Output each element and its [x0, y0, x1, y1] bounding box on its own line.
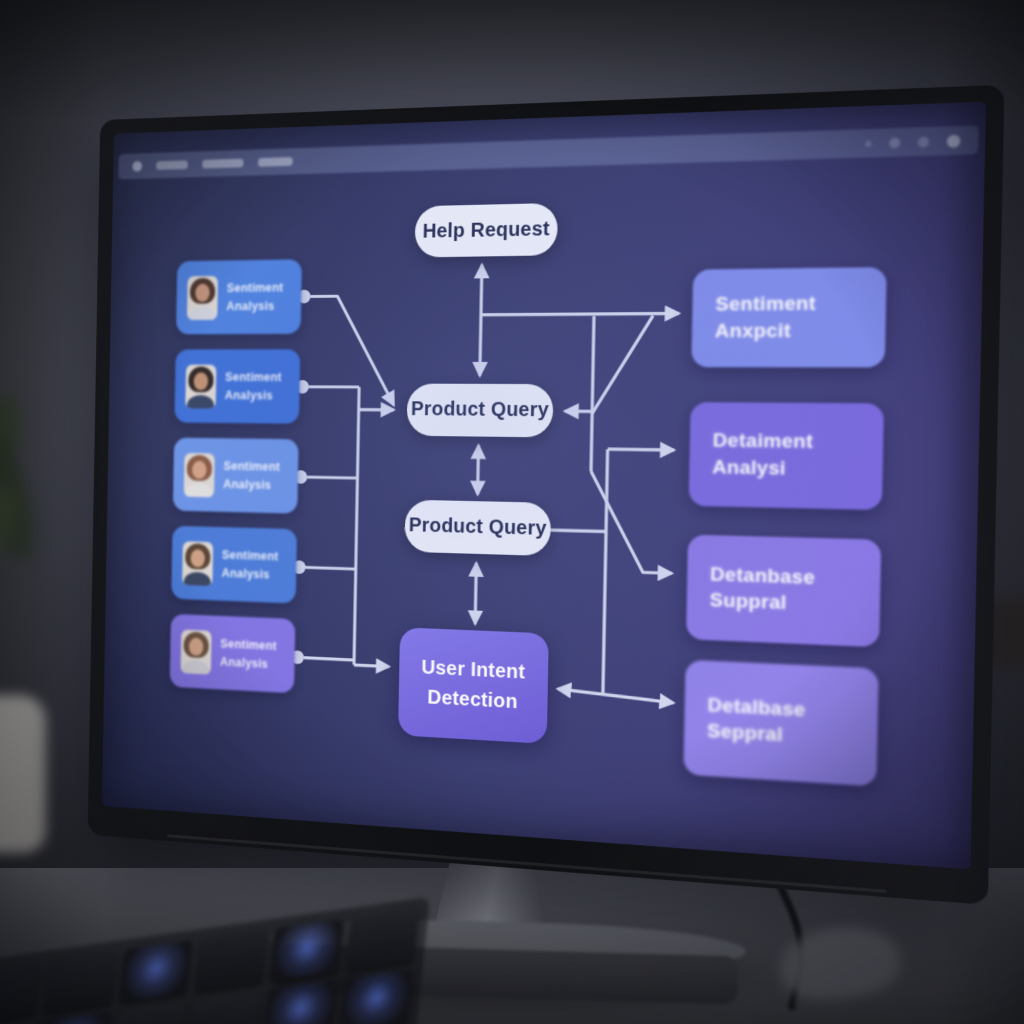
arrow-intent-seppral [558, 689, 674, 703]
node-help-request[interactable]: Help Request [415, 203, 558, 258]
card-label: Sentiment Analysis [221, 547, 278, 584]
avatar [184, 453, 215, 497]
diag-merge-top [592, 316, 653, 414]
avatar-face [190, 549, 205, 568]
right-bus-b [603, 449, 608, 693]
keyboard-key [37, 1012, 110, 1024]
keyboard-key [0, 962, 41, 1024]
sentiment-card-1[interactable]: Sentiment Analysis [176, 259, 302, 334]
arrow-to-suppral-card [589, 471, 674, 573]
card-label: Sentiment Analysis [223, 458, 280, 494]
card-label: Sentiment Analysis [226, 279, 283, 314]
card-label-line: Detaiment [713, 428, 884, 457]
avatar-face [189, 637, 204, 656]
sentiment-card-4[interactable]: Sentiment Analysis [171, 526, 297, 604]
plant [0, 392, 62, 592]
screen: Help Request Product Query Product Query… [102, 102, 986, 870]
card-label: Sentiment Analysis [220, 635, 277, 672]
card-label-line: Anxpcit [715, 317, 886, 344]
avatar-torso [187, 395, 214, 409]
keyboard-key [264, 980, 337, 1024]
right-card-suppral[interactable]: Detanbase Suppral [686, 535, 881, 648]
avatar-face [192, 460, 207, 478]
card-label-line: Analysi [712, 454, 883, 483]
keyboard-key [339, 969, 412, 1024]
plant-pot [0, 695, 46, 853]
avatar-face [195, 283, 210, 301]
card-label-line: Analysis [225, 386, 282, 404]
right-card-seppral[interactable]: Detalbase Seppral [683, 660, 878, 787]
left-bus-line [354, 387, 359, 665]
arrow-query2-to-intent [475, 563, 476, 624]
card-label: Sentiment Analysis [225, 369, 282, 404]
card-label-line: Analysis [221, 564, 278, 583]
card-label-line: Sentiment [222, 547, 279, 566]
monitor: Help Request Product Query Product Query… [88, 85, 1005, 905]
node-product-query-2[interactable]: Product Query [404, 500, 551, 556]
keyboard-key [270, 919, 343, 981]
node-product-query-1[interactable]: Product Query [406, 384, 553, 438]
keyboard-key [188, 991, 261, 1024]
arrow-query1-to-query2 [478, 445, 479, 494]
flowchart: Help Request Product Query Product Query… [102, 102, 986, 870]
avatar [187, 275, 218, 319]
sentiment-card-2[interactable]: Sentiment Analysis [174, 349, 300, 423]
keyboard-key [195, 930, 268, 992]
keyboard-key [113, 1001, 186, 1024]
arrow-to-analysi-card [608, 449, 675, 450]
avatar [185, 364, 216, 408]
avatar-face [194, 372, 209, 390]
keyboard-key [43, 951, 116, 1013]
keyboard-key [119, 940, 192, 1002]
node-user-intent-detection[interactable]: User Intent Detection [398, 627, 549, 744]
card-label-line: Analysis [226, 297, 283, 315]
node-label-line: Detection [427, 683, 518, 718]
link-leftcards-bus [304, 387, 359, 660]
avatar-torso [185, 483, 212, 497]
arrow-help-to-query [480, 265, 482, 376]
arrow-bus-to-intent [354, 665, 389, 667]
avatar-torso [189, 306, 216, 320]
card-label-line: Sentiment [223, 458, 280, 476]
right-card-analysi[interactable]: Detaiment Analysi [689, 402, 884, 510]
link-query2-right [551, 530, 606, 531]
card-label-line: Sentiment [220, 635, 277, 655]
card-label-line: Sentiment [225, 369, 282, 387]
card-label-line: Analysis [220, 653, 277, 673]
right-card-sentiment[interactable]: Sentiment Anxpcit [691, 267, 886, 367]
sentiment-card-3[interactable]: Sentiment Analysis [173, 438, 299, 514]
right-bus-a [591, 316, 594, 471]
avatar [182, 541, 213, 586]
card-label-line: Sentiment [715, 290, 886, 318]
avatar [181, 629, 212, 674]
keyboard-key [346, 909, 419, 971]
avatar-torso [184, 571, 211, 585]
card-label-line: Analysis [223, 475, 280, 494]
avatar-torso [182, 659, 209, 674]
sentiment-card-5[interactable]: Sentiment Analysis [170, 614, 296, 693]
arrow-to-sentiment-card [481, 313, 679, 314]
card-label-line: Sentiment [227, 279, 284, 297]
card-label-line: Suppral [709, 588, 880, 621]
